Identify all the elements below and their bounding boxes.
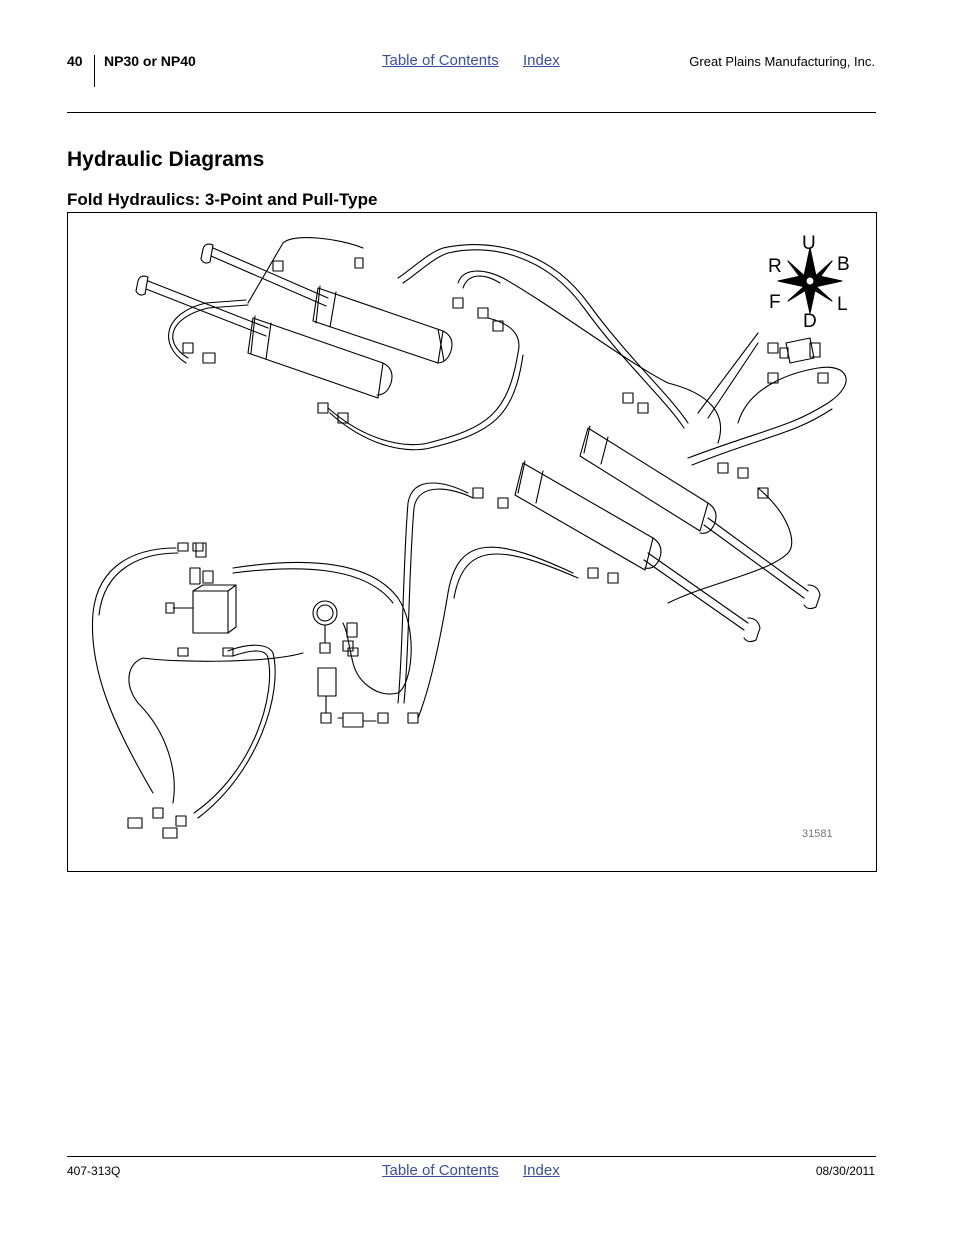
compass-front-label: F (769, 292, 781, 313)
model-name: NP30 or NP40 (104, 53, 196, 69)
hydraulic-diagram-figure: U R B F L D 31581 (67, 212, 877, 872)
manifold-valve (779, 337, 821, 364)
footer-rule (67, 1156, 876, 1157)
lower-right-cylinder-assembly (514, 425, 821, 643)
pressure-gauge (312, 600, 377, 728)
document-date: 08/30/2011 (815, 1164, 875, 1178)
header-toc-link[interactable]: Table of Contents (382, 52, 499, 69)
compass-rose (777, 247, 843, 314)
header-rule (67, 112, 876, 113)
document-number: 407-313Q (67, 1164, 121, 1178)
subsection-title: Fold Hydraulics: 3-Point and Pull-Type (67, 190, 378, 209)
company-name: Great Plains Manufacturing, Inc. (689, 54, 875, 69)
hydraulic-hoses (91, 237, 847, 819)
hydraulic-diagram-drawing (91, 237, 847, 839)
compass-left-label: L (837, 294, 848, 315)
section-title: Hydraulic Diagrams (67, 148, 265, 171)
compass-up-label: U (802, 233, 816, 254)
figure-number: 31581 (802, 828, 833, 840)
footer-index-link[interactable]: Index (523, 1162, 560, 1179)
header-index-link[interactable]: Index (523, 52, 560, 69)
hydraulic-fittings (127, 257, 829, 839)
valve-block (165, 542, 237, 634)
compass-right-label: R (768, 256, 782, 277)
upper-left-cylinder-assembly (135, 243, 453, 399)
footer-toc-link[interactable]: Table of Contents (382, 1162, 499, 1179)
compass-back-label: B (837, 254, 850, 275)
header-divider (94, 55, 95, 87)
compass-down-label: D (803, 311, 817, 332)
page-number: 40 (67, 53, 83, 69)
